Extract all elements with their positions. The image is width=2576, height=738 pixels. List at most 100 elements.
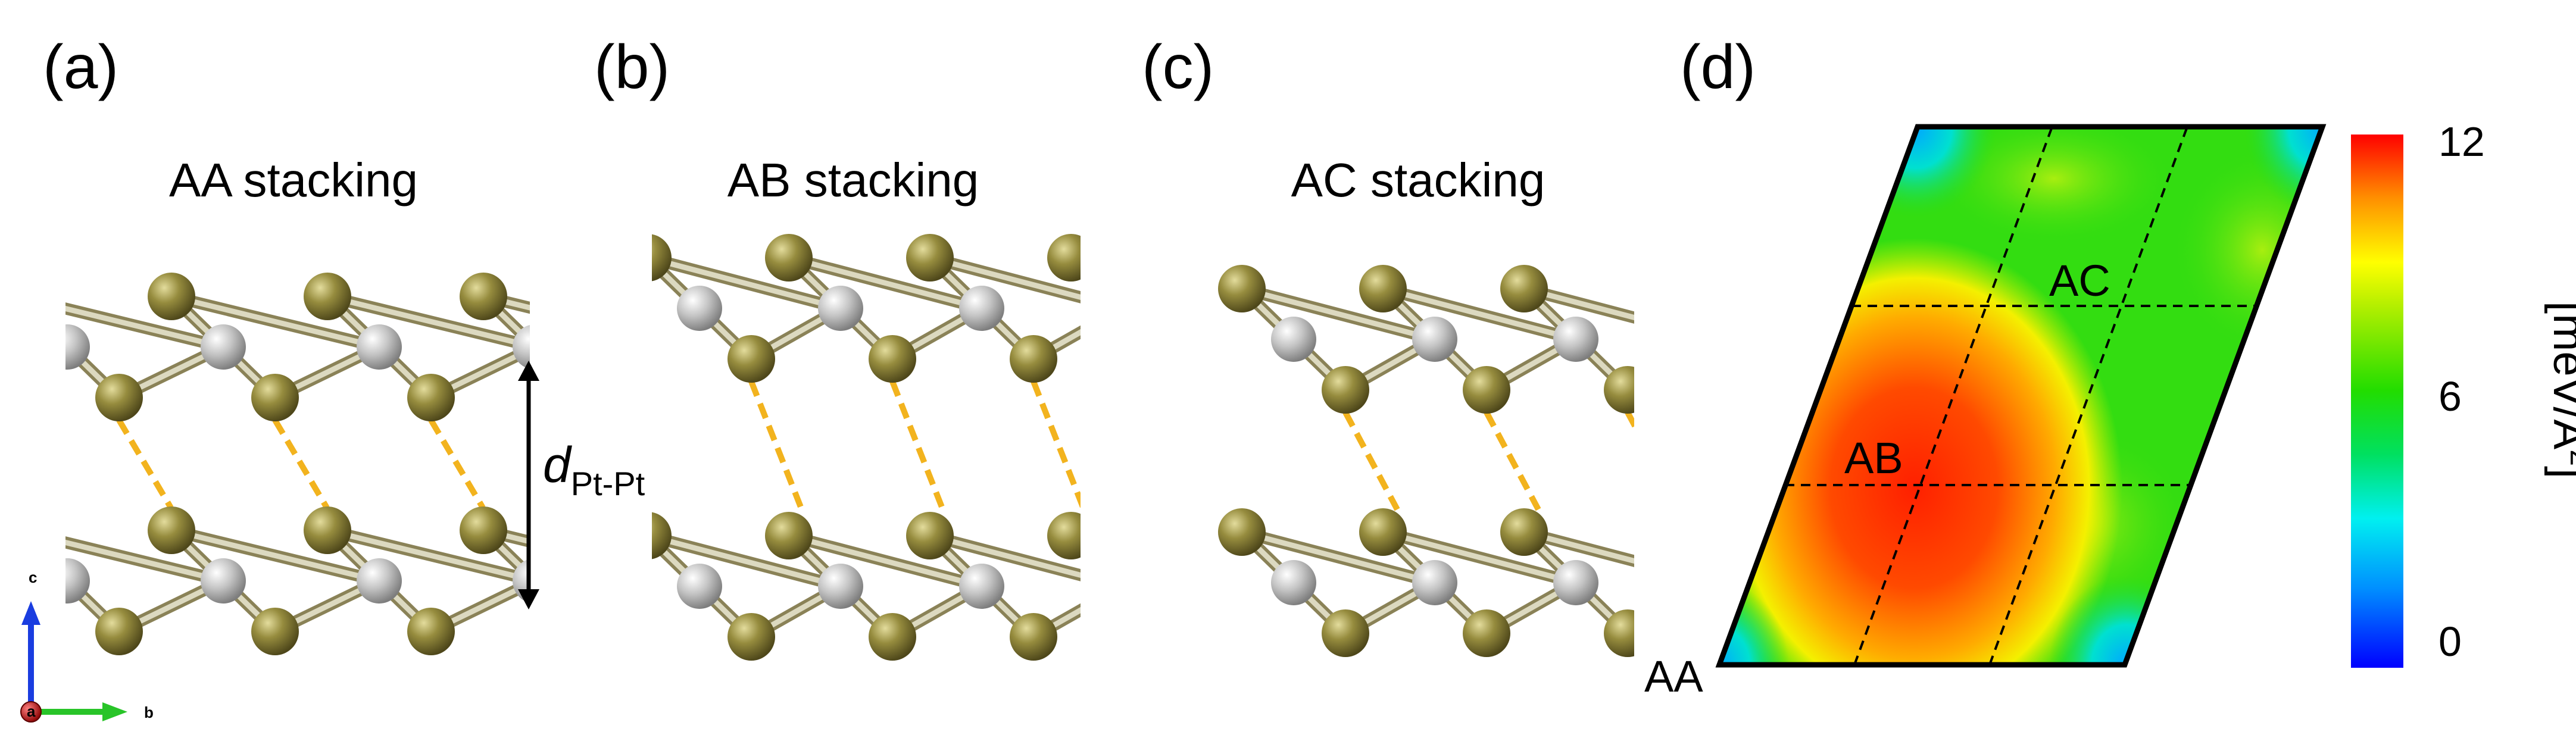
se-atom <box>727 335 775 383</box>
se-atom <box>1641 265 1689 312</box>
pt-atom <box>818 564 863 609</box>
bond-highlight <box>324 527 530 583</box>
bond <box>1665 289 1858 339</box>
pt-atom <box>1100 564 1145 609</box>
bond-highlight <box>1123 586 1175 637</box>
se-atom <box>1500 265 1548 312</box>
se-atom <box>1010 613 1057 661</box>
se-atom <box>1047 512 1081 559</box>
pt-atom <box>1553 317 1598 362</box>
distance-subscript: Pt-Pt <box>571 465 645 502</box>
bond <box>65 337 73 353</box>
ab-stacking-structure <box>652 234 1264 661</box>
site-label-ab: AB <box>1844 433 1903 483</box>
se-atom <box>906 512 954 559</box>
grid-lines <box>1785 126 2256 665</box>
se-atom <box>765 234 813 282</box>
bond-highlight <box>1239 286 1438 342</box>
se-atom <box>251 608 299 655</box>
vdw-interaction <box>1342 411 1400 511</box>
pt-atom <box>959 564 1004 609</box>
se-atom <box>563 374 611 421</box>
vdw-interaction <box>1625 411 1634 431</box>
se-atom <box>563 608 611 655</box>
pt-atom <box>1553 560 1598 605</box>
a-axis-label: a <box>27 702 36 720</box>
bond <box>529 578 530 584</box>
se-atom <box>1151 613 1198 661</box>
bond-highlight <box>1625 383 1634 393</box>
se-atom <box>251 374 299 421</box>
se-atom <box>460 273 507 320</box>
bond-highlight <box>65 341 70 350</box>
se-atom <box>407 608 455 655</box>
pt-atom <box>677 564 722 609</box>
interlayer-distance-arrow <box>518 361 539 609</box>
panel-b-title: AB stacking <box>727 154 979 207</box>
panel-label-d: (d) <box>1680 33 1756 102</box>
bond-highlight <box>1665 532 1717 583</box>
panel-c-title: AC stacking <box>1291 154 1545 207</box>
bond-highlight <box>535 347 587 398</box>
bond <box>529 344 530 350</box>
bond-highlight <box>587 347 691 398</box>
vdw-interaction <box>889 380 947 514</box>
pt-atom <box>357 558 402 603</box>
pt-atom <box>201 558 246 603</box>
colorbar-unit-label: [meV/Å2] <box>2544 301 2576 479</box>
pt-atom <box>357 324 402 370</box>
se-atom <box>1322 366 1369 414</box>
pt-atom <box>1271 560 1316 605</box>
se-atom <box>1322 609 1369 657</box>
se-atom <box>1359 265 1407 312</box>
bond <box>1665 532 1717 583</box>
se-atom <box>95 608 143 655</box>
bond-highlight <box>1625 626 1634 636</box>
bond-highlight <box>927 533 1081 578</box>
se-atom <box>0 273 39 320</box>
se-atom <box>1782 265 1830 312</box>
energy-landscape-map: AA AB AC <box>1644 124 2327 701</box>
bond-highlight <box>1123 308 1175 359</box>
bond-highlight <box>1521 529 1634 564</box>
bond-highlight <box>587 581 691 631</box>
bond-highlight <box>480 293 530 311</box>
aa-stacking-structure <box>0 273 951 655</box>
vdw-interaction <box>116 418 174 509</box>
pt-atom <box>818 286 863 331</box>
colorbar-unit-sup: 2 <box>2564 449 2576 466</box>
colorbar-tick-mid: 6 <box>2438 373 2462 420</box>
se-atom <box>869 613 916 661</box>
bond-highlight <box>535 581 587 631</box>
pt-atom <box>669 324 714 370</box>
bond-highlight <box>786 255 985 311</box>
colorbar-unit-main: [meV/Å <box>2544 301 2576 449</box>
interlayer-distance-label: dPt-Pt <box>543 437 645 502</box>
se-atom <box>304 273 351 320</box>
bond <box>1123 308 1175 359</box>
bond-highlight <box>786 533 985 589</box>
vdw-interaction <box>1031 380 1081 509</box>
bond-highlight <box>168 527 382 584</box>
a-axis-marker <box>20 701 42 723</box>
se-atom <box>1218 265 1266 312</box>
se-atom <box>0 506 39 554</box>
bond-highlight <box>324 293 530 349</box>
se-atom <box>1359 508 1407 556</box>
vdw-interaction <box>748 380 806 514</box>
se-atom <box>765 512 813 559</box>
bond-highlight <box>65 575 70 584</box>
bond-highlight <box>1521 286 1634 321</box>
bond-highlight <box>1717 339 1769 390</box>
pt-atom <box>65 324 90 370</box>
se-atom <box>407 374 455 421</box>
bond <box>1622 623 1634 639</box>
crystal-axes-indicator: c b a <box>20 568 154 723</box>
colorbar: 12 6 0 [meV/Å2] <box>2351 118 2576 668</box>
pt-atom <box>1100 286 1145 331</box>
pt-atom <box>1271 317 1316 362</box>
se-atom <box>460 506 507 554</box>
bond <box>1175 308 1264 359</box>
bond-highlight <box>1665 289 1717 339</box>
vdw-interaction <box>899 420 951 508</box>
